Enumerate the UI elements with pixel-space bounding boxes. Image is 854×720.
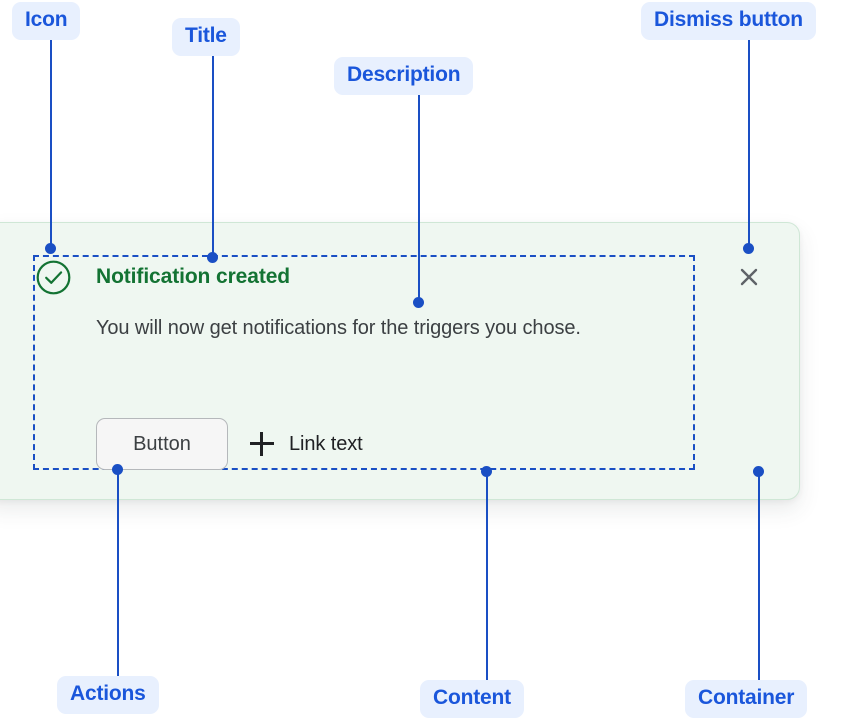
- annotation-label-description: Description: [334, 57, 474, 95]
- annotation-dot-actions: [112, 464, 123, 475]
- annotation-label-content: Content: [420, 680, 524, 718]
- plus-icon: [250, 432, 274, 456]
- annotation-label-title: Title: [172, 18, 240, 56]
- content-region-outline: [33, 255, 695, 470]
- close-icon: [740, 268, 758, 286]
- notification-actions: Button Link text: [96, 418, 363, 470]
- annotation-label-container: Container: [685, 680, 808, 718]
- annotation-label-actions: Actions: [57, 676, 159, 714]
- action-link[interactable]: Link text: [250, 432, 363, 456]
- annotation-line-container: [758, 472, 760, 680]
- annotation-dot-content: [481, 466, 492, 477]
- annotation-label-icon: Icon: [12, 2, 81, 40]
- annotation-dot-container: [753, 466, 764, 477]
- annotation-line-content: [486, 472, 488, 680]
- annotation-line-dismiss-button: [748, 40, 750, 248]
- annotation-line-icon: [50, 40, 52, 248]
- annotation-dot-title: [207, 252, 218, 263]
- annotation-label-dismiss-button: Dismiss button: [641, 2, 816, 40]
- annotation-line-description: [418, 95, 420, 302]
- action-link-label: Link text: [289, 432, 363, 455]
- annotation-dot-icon: [45, 243, 56, 254]
- action-button[interactable]: Button: [96, 418, 228, 470]
- notification-description: You will now get notifications for the t…: [96, 317, 581, 339]
- annotation-dot-dismiss-button: [743, 243, 754, 254]
- check-circle-icon: [36, 260, 71, 295]
- annotation-dot-description: [413, 297, 424, 308]
- notification-title: Notification created: [96, 265, 291, 288]
- annotation-line-actions: [117, 470, 119, 676]
- annotation-line-title: [212, 56, 214, 257]
- dismiss-button[interactable]: [734, 262, 764, 292]
